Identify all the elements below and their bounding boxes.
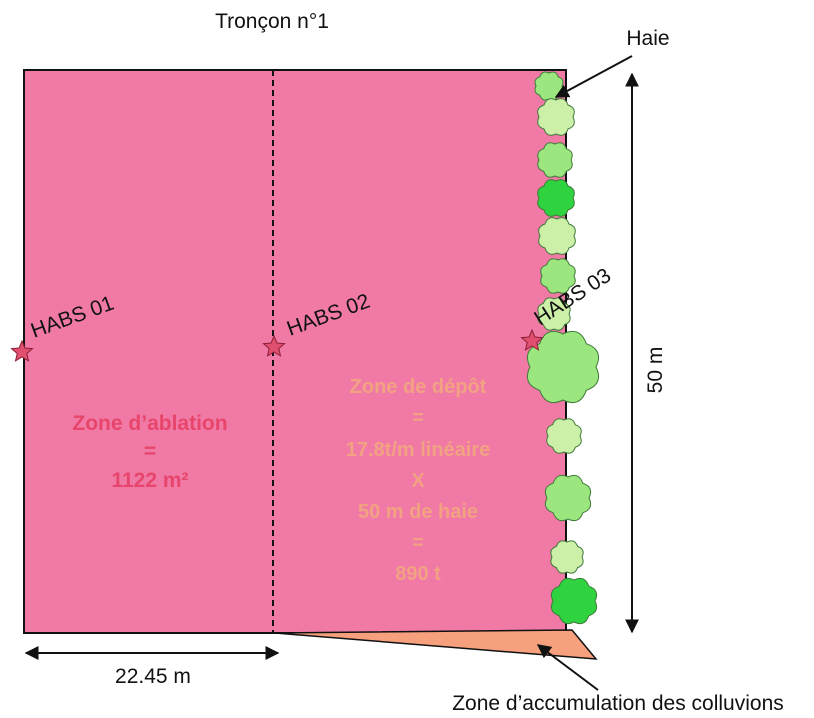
field-plot (23, 69, 567, 634)
deposit-line: 50 m de haie (358, 501, 478, 523)
hedge-tree (527, 331, 599, 403)
deposit-line: = (412, 407, 424, 429)
ablation-line: 1122 m² (111, 469, 188, 492)
ablation-line: = (144, 440, 156, 463)
deposit-line: 890 t (395, 563, 441, 585)
star-marker (262, 334, 286, 357)
hedge-tree (550, 577, 598, 625)
deposit-line: 17.8t/m linéaire (346, 439, 491, 461)
diagram-title: Tronçon n°1 (215, 10, 329, 33)
hedge-tree (540, 258, 576, 294)
hedge-tree (537, 142, 573, 178)
hedge-tree (546, 418, 582, 454)
hedge-tree (544, 474, 592, 522)
hedge-label: Haie (626, 27, 669, 50)
star-marker (10, 339, 34, 362)
hedge-tree (550, 540, 584, 574)
deposit-zone-text: Zone de dépôt = 17.8t/m linéaire X 50 m … (346, 376, 491, 585)
width-dimension-label: 22.45 m (115, 665, 191, 688)
star-marker (520, 328, 544, 351)
deposit-line: Zone de dépôt (350, 376, 487, 398)
hedge-tree (537, 98, 575, 136)
deposit-line: = (412, 532, 424, 554)
deposit-line: X (411, 470, 425, 492)
hedge-tree (537, 297, 571, 331)
colluvion-arrow (536, 644, 599, 691)
colluvion-label: Zone d’accumulation des colluvions (452, 692, 784, 715)
hedge-tree (537, 179, 575, 217)
colluvion-zone (274, 629, 598, 660)
ablation-zone-text: Zone d’ablation = 1122 m² (72, 412, 227, 492)
ablation-line: Zone d’ablation (72, 412, 227, 435)
hedge-tree (538, 217, 576, 255)
hedge (527, 71, 599, 625)
hedge-arrow (554, 55, 633, 98)
length-dimension-label: 50 m (644, 347, 667, 394)
